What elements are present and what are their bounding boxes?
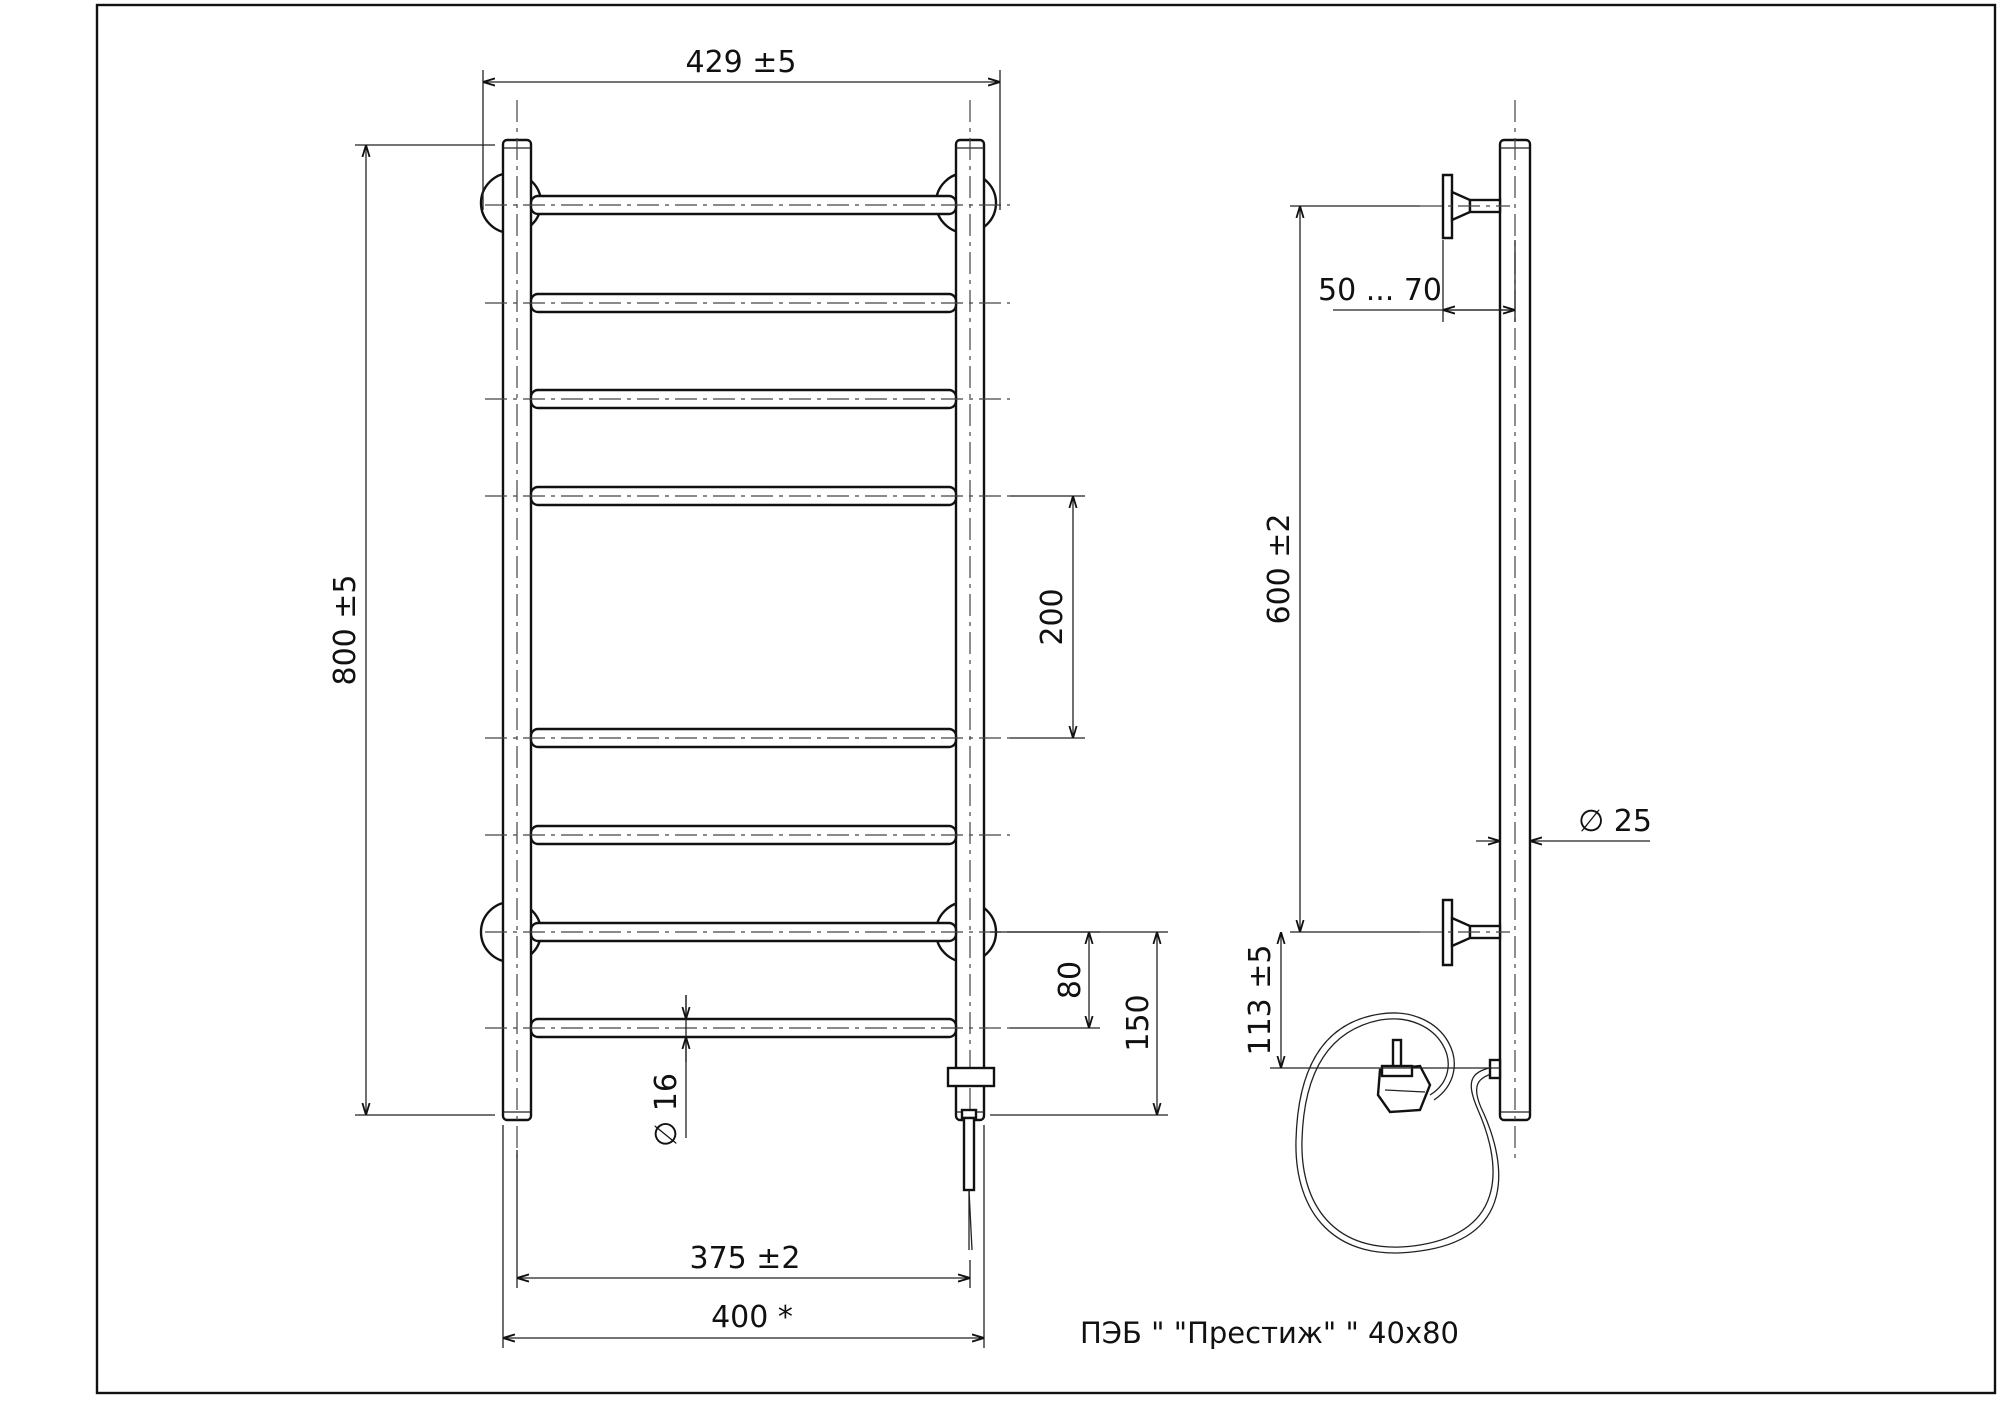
dim-rail-diameter: ∅ 25 (1476, 804, 1652, 841)
dim-rung-diameter: ∅ 16 (649, 995, 686, 1147)
drawing-title: ПЭБ " "Престиж" " 40х80 (1080, 1316, 1459, 1350)
heating-element (946, 1066, 996, 1251)
rail-centerlines (516, 100, 971, 1160)
side-rail (1498, 100, 1532, 1160)
dim-label-150: 150 (1121, 994, 1156, 1051)
rungs (529, 194, 958, 1039)
dim-label-375: 375 ±2 (689, 1241, 800, 1276)
dim-label-800: 800 ±5 (328, 574, 363, 685)
dim-label-400: 400 * (711, 1300, 793, 1335)
bottom-wall-mount (1420, 898, 1510, 967)
dim-bottom-150: 150 (990, 931, 1168, 1116)
right-rail (954, 138, 986, 1122)
top-wall-mount (1420, 173, 1510, 240)
dim-label-429: 429 ±5 (685, 45, 796, 80)
dim-rail-width: 400 * (502, 1125, 985, 1348)
dim-label-50-70: 50 ... 70 (1318, 273, 1442, 308)
power-cable (1295, 1012, 1502, 1254)
left-rail (501, 138, 533, 1122)
dim-label-600: 600 ±2 (1262, 513, 1297, 624)
dim-bottom-mount: 113 ±5 (1243, 932, 1500, 1069)
dim-wall-distance: 50 ... 70 (1318, 240, 1516, 322)
dim-rung-spacing: 200 (1010, 495, 1085, 739)
power-plug (1376, 1038, 1432, 1114)
dim-label-200: 200 (1035, 588, 1070, 645)
dim-overall-height: 800 ±5 (328, 144, 495, 1116)
dim-label-113: 113 ±5 (1243, 944, 1278, 1055)
drawing-frame (95, 3, 1997, 1395)
dim-label-d25: ∅ 25 (1578, 804, 1652, 839)
front-view: 429 ±5 800 ±5 200 80 150 (328, 45, 1168, 1348)
side-view: 50 ... 70 600 ±2 113 ±5 ∅ 25 (1243, 100, 1652, 1254)
dim-label-80: 80 (1053, 961, 1088, 999)
dim-mount-spacing: 600 ±2 (1262, 205, 1420, 933)
dim-label-d16: ∅ 16 (649, 1073, 684, 1147)
dim-axis-distance: 375 ±2 (516, 1150, 971, 1288)
dim-overall-width: 429 ±5 (482, 45, 1001, 210)
dim-bottom-80: 80 (1010, 931, 1100, 1029)
rung-centerlines (485, 204, 1010, 1029)
